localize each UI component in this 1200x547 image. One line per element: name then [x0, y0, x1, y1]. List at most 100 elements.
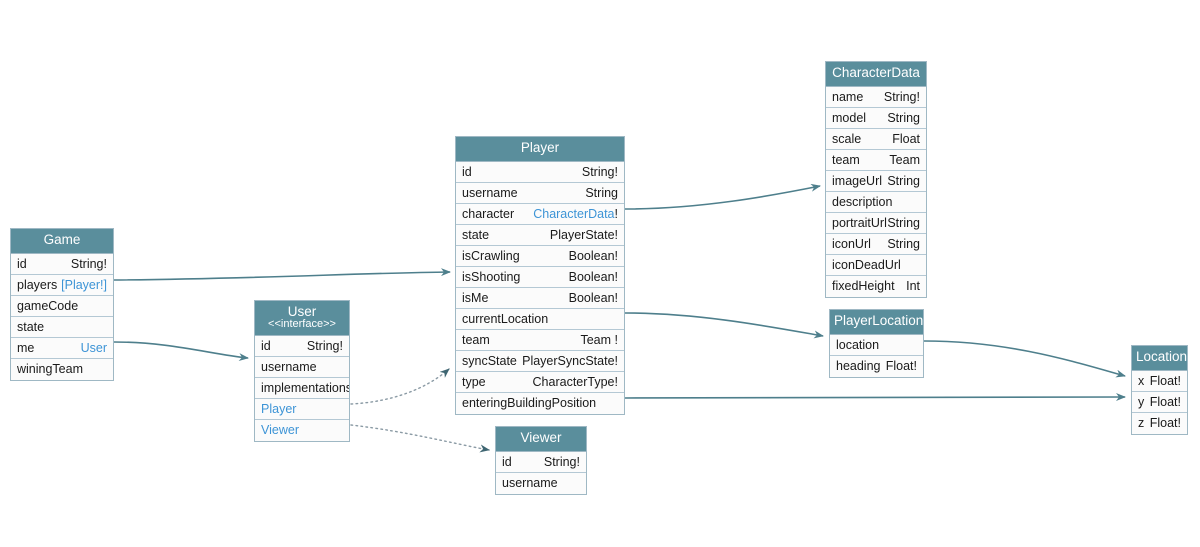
field-characterdata-scale[interactable]: scale Float	[826, 128, 926, 150]
entity-viewer[interactable]: Viewer id String! username String	[495, 426, 587, 495]
field-name: id	[502, 454, 512, 469]
user-implementation-player[interactable]: Player	[255, 399, 349, 421]
field-type: String	[585, 185, 618, 200]
field-name: team	[462, 332, 490, 347]
field-viewer-username[interactable]: username String	[496, 472, 586, 494]
field-game-id[interactable]: id String!	[11, 253, 113, 275]
field-game-players[interactable]: players [Player!]	[11, 274, 113, 296]
field-type-link[interactable]: CharacterData	[533, 206, 615, 221]
entity-game[interactable]: Game id String! players [Player!] gameCo…	[10, 228, 114, 381]
field-name: username	[462, 185, 518, 200]
field-type: String	[887, 173, 920, 188]
edge-game-players-to-player	[113, 268, 451, 281]
field-playerlocation-heading[interactable]: heading Float!	[830, 355, 923, 377]
entity-player-title: Player	[456, 137, 624, 162]
field-type: String!	[883, 89, 920, 104]
field-name: me	[17, 340, 35, 355]
field-type-suffix: !	[614, 206, 618, 221]
field-name: isShooting	[462, 269, 521, 284]
field-name: imageUrl	[832, 173, 883, 188]
entity-characterdata-title: CharacterData	[826, 62, 926, 87]
field-user-id[interactable]: id String!	[255, 336, 349, 358]
field-type: PlayerState!	[549, 227, 618, 242]
field-player-type[interactable]: type CharacterType!	[456, 371, 624, 393]
field-player-isshooting[interactable]: isShooting Boolean!	[456, 266, 624, 288]
field-player-currentlocation[interactable]: currentLocation PlayerLocation!	[456, 308, 624, 330]
field-game-me[interactable]: me User	[11, 337, 113, 359]
field-player-username[interactable]: username String	[456, 182, 624, 204]
field-game-gamecode[interactable]: gameCode String!	[11, 295, 113, 317]
field-type: Boolean!	[568, 269, 618, 284]
edge-user-player-impl	[350, 368, 450, 405]
field-name: state	[462, 227, 490, 242]
field-type: Team	[889, 152, 920, 167]
field-name: scale	[832, 131, 862, 146]
field-characterdata-model[interactable]: model String	[826, 107, 926, 129]
field-player-syncstate[interactable]: syncState PlayerSyncState!	[456, 350, 624, 372]
field-characterdata-team[interactable]: team Team	[826, 149, 926, 171]
field-characterdata-description[interactable]: description String	[826, 191, 926, 213]
edge-player-enteringbuildingposition-to-location	[624, 393, 1126, 402]
field-type: String!	[581, 164, 618, 179]
field-player-state[interactable]: state PlayerState!	[456, 224, 624, 246]
field-type[interactable]: CharacterData!	[533, 204, 618, 224]
field-name: team	[832, 152, 860, 167]
field-type: CharacterType!	[532, 374, 618, 389]
field-type: Float!	[1149, 394, 1181, 409]
field-characterdata-iconurl[interactable]: iconUrl String	[826, 233, 926, 255]
field-type[interactable]: [Player!]	[61, 277, 107, 292]
entity-player[interactable]: Player id String! username String charac…	[455, 136, 625, 415]
field-player-id[interactable]: id String!	[456, 161, 624, 183]
field-type: Team	[76, 379, 107, 380]
field-type: Float!	[1149, 373, 1181, 388]
field-type: PlayerSyncState!	[522, 353, 618, 368]
field-player-iscrawling[interactable]: isCrawling Boolean!	[456, 245, 624, 267]
field-name: currentLocation	[462, 311, 549, 326]
field-playerlocation-location[interactable]: location Location!	[830, 334, 923, 356]
user-implementation-viewer[interactable]: Viewer	[255, 420, 349, 442]
field-player-isme[interactable]: isMe Boolean!	[456, 287, 624, 309]
entity-user-title: User <<interface>>	[255, 301, 349, 337]
field-type[interactable]: User	[80, 340, 107, 355]
field-viewer-id[interactable]: id String!	[496, 451, 586, 473]
field-location-y[interactable]: y Float!	[1132, 391, 1187, 413]
field-characterdata-name[interactable]: name String!	[826, 86, 926, 108]
field-name: winingTeam	[17, 361, 84, 376]
field-type: Float!	[1149, 415, 1181, 430]
field-type: Float!	[885, 358, 917, 373]
edge-user-viewer-impl	[350, 424, 490, 453]
field-name: enteringBuildingPosition	[462, 395, 597, 410]
field-type: String	[887, 110, 920, 125]
field-type[interactable]: Location	[571, 413, 618, 414]
field-game-winingteam[interactable]: winingTeam Team	[11, 358, 113, 380]
field-characterdata-fixedheight[interactable]: fixedHeight Int	[826, 275, 926, 297]
field-game-state[interactable]: state GameState!	[11, 316, 113, 338]
field-name: location	[836, 337, 880, 352]
entity-location[interactable]: Location x Float! y Float! z Float!	[1131, 345, 1188, 435]
entity-playerlocation[interactable]: PlayerLocation location Location! headin…	[829, 309, 924, 378]
entity-user[interactable]: User <<interface>> id String! username S…	[254, 300, 350, 443]
field-name: character	[462, 206, 515, 221]
entity-viewer-title: Viewer	[496, 427, 586, 452]
field-type: Team !	[580, 332, 618, 347]
field-location-z[interactable]: z Float!	[1132, 412, 1187, 434]
edge-game-me-to-user	[113, 341, 249, 362]
field-name: id	[17, 256, 27, 271]
field-type: Boolean!	[568, 248, 618, 263]
field-player-team[interactable]: team Team !	[456, 329, 624, 351]
entity-game-title: Game	[11, 229, 113, 254]
field-name: isCrawling	[462, 248, 520, 263]
field-characterdata-imageurl[interactable]: imageUrl String	[826, 170, 926, 192]
field-user-username[interactable]: username String	[255, 357, 349, 379]
field-name: y	[1138, 394, 1145, 409]
field-characterdata-portraiturl[interactable]: portraitUrl String	[826, 212, 926, 234]
field-player-enteringbuildingposition[interactable]: enteringBuildingPosition Location	[456, 392, 624, 414]
field-characterdata-icondeadurl[interactable]: iconDeadUrl String	[826, 254, 926, 276]
field-player-character[interactable]: character CharacterData!	[456, 203, 624, 225]
field-name: name	[832, 89, 864, 104]
field-location-x[interactable]: x Float!	[1132, 370, 1187, 392]
entity-characterdata[interactable]: CharacterData name String! model String …	[825, 61, 927, 298]
field-type: String!	[70, 256, 107, 271]
field-name: username	[261, 360, 317, 375]
